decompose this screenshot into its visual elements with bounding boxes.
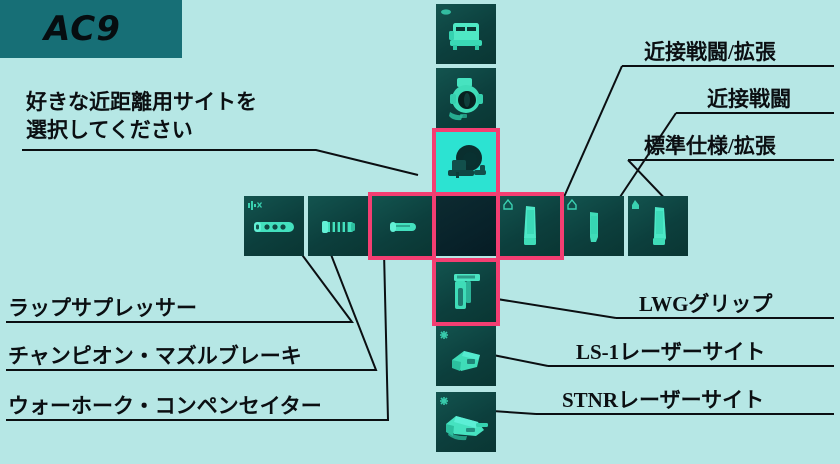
label-standard-extended: 標準仕様/拡張: [644, 134, 776, 158]
label-champion-brake: チャンピオン・マズルブレーキ: [8, 344, 302, 368]
lwg-grip-icon: [454, 274, 480, 309]
label-wrap-suppressor: ラップサプレッサー: [8, 296, 197, 320]
label-cqb: 近接戦闘: [707, 87, 791, 111]
reflex-sight-icon: [441, 9, 482, 50]
slot-laser-1[interactable]: [436, 326, 496, 386]
slot-muzzle-3[interactable]: [368, 192, 436, 260]
asterisk-icon: [440, 331, 448, 339]
barrel-badge-icon: [632, 200, 639, 209]
slot-muzzle-2[interactable]: [308, 196, 368, 256]
mute-icon: [248, 201, 263, 210]
label-ls1-laser: LS-1レーザーサイト: [576, 340, 766, 364]
slot-grip-1[interactable]: [432, 258, 500, 326]
brand-banner: [0, 0, 182, 58]
label-cqb-extended: 近接戦闘/拡張: [644, 40, 776, 64]
slot-muzzle-1[interactable]: [244, 196, 304, 256]
slot-sight-1[interactable]: [436, 4, 496, 64]
slot-sight-3[interactable]: [432, 128, 500, 196]
cqb-barrel-icon: [567, 198, 598, 242]
prompt-line-2: 選択してください: [26, 118, 193, 143]
scope-sight-icon: [449, 78, 483, 121]
stnr-laser-sight-icon: [440, 397, 488, 441]
slot-center-weapon[interactable]: [436, 196, 496, 256]
warhawk-compensator-icon: [390, 222, 416, 232]
barrel-badge-icon: [503, 198, 513, 210]
holographic-sight-icon: [448, 145, 486, 178]
prompt-line-1: 好きな近距離用サイトを: [26, 90, 257, 114]
label-lwg-grip: LWGグリップ: [639, 292, 773, 316]
asterisk-icon: [440, 397, 448, 405]
brand-title: AC9: [44, 9, 121, 49]
barrel-badge-icon: [567, 198, 577, 210]
slot-barrel-2[interactable]: [564, 196, 624, 256]
slot-laser-2[interactable]: [436, 392, 496, 452]
champion-muzzle-brake-icon: [322, 221, 355, 233]
wrap-suppressor-icon: [248, 201, 294, 232]
ls1-laser-sight-icon: [440, 331, 480, 371]
standard-extended-barrel-icon: [632, 200, 666, 245]
slot-barrel-1[interactable]: [496, 192, 564, 260]
label-warhawk-comp: ウォーホーク・コンペンセイター: [8, 394, 322, 418]
cqb-extended-barrel-icon: [503, 198, 536, 245]
slot-sight-2[interactable]: [436, 68, 496, 128]
prompt-text: 好きな近距離用サイトを 選択してください: [26, 88, 257, 145]
label-stnr-laser: STNRレーザーサイト: [562, 388, 765, 412]
slot-barrel-3[interactable]: [628, 196, 688, 256]
